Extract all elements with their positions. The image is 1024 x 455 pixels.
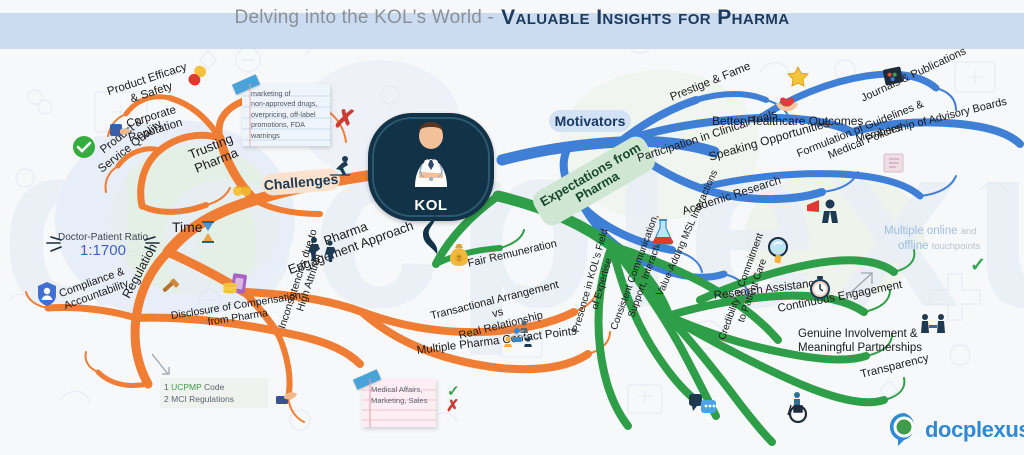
hourglass-icon <box>202 221 214 243</box>
header: Delving into the KOL's World - Valuable … <box>0 0 1024 36</box>
star-icon <box>787 66 809 87</box>
node-ring <box>372 117 490 217</box>
header-band <box>0 13 1024 49</box>
central-node-label: KOL <box>414 197 448 214</box>
megaphone-speaker-icon <box>807 199 838 223</box>
note-text: Medical Affairs, Marketing, Sales <box>371 385 428 405</box>
stopwatch-icon <box>810 276 830 299</box>
regulation-item: 1 UCPMP Code <box>164 381 264 393</box>
green-check-badge-icon <box>73 136 95 158</box>
ratio-value: 1:1700 <box>80 242 126 259</box>
callout-touchpoints: Multiple online and offline touchpoints <box>884 224 1010 254</box>
money-payment-icon <box>223 273 247 294</box>
note-rule-lines <box>362 379 436 427</box>
callout-doctor-patient-ratio: Doctor-Patient Ratio 1:1700 <box>43 232 163 259</box>
two-people-icon <box>308 237 336 262</box>
page-title-plain: Delving into the KOL's World - <box>234 7 495 28</box>
reg-rest: Code <box>204 382 225 392</box>
central-node-kol[interactable]: KOL <box>368 113 494 221</box>
emphasis-lines-icon <box>46 236 160 252</box>
cross-mark-icon: ✗ <box>446 398 460 415</box>
arrow-to-touchpoints-icon <box>846 272 873 297</box>
callout-regulations-list: 1 UCPMP Code 2 MCI Regulations <box>160 378 268 408</box>
journal-book-icon <box>882 66 904 86</box>
reg-num: 1 <box>164 382 169 392</box>
check-mark-icon: ✓ <box>970 255 986 276</box>
node-time[interactable]: Time <box>172 219 203 235</box>
speech-chat-icon <box>689 394 716 413</box>
patient-wheelchair-icon <box>787 392 808 423</box>
note-text: marketing of non-approved drugs, overpri… <box>251 89 318 140</box>
node-better-healthcare-outcomes[interactable]: Better Healthcare Outcomes <box>712 114 864 128</box>
speech-tail <box>423 214 438 254</box>
touchpoints-line1: Multiple online <box>884 225 958 237</box>
reg-name: MCI <box>171 394 187 404</box>
gavel-icon <box>162 278 179 292</box>
shield-user-icon <box>38 282 56 306</box>
network-people-icon <box>504 320 532 347</box>
arrow-to-regulations-icon <box>151 353 170 375</box>
reg-num: 2 <box>164 394 169 404</box>
ratio-label: Doctor-Patient Ratio <box>57 232 149 243</box>
handshake-card-icon <box>110 124 130 136</box>
docplexus-logo[interactable]: docplexus <box>888 412 1024 448</box>
magnifier-search-icon <box>768 237 788 264</box>
note-non-approved-marketing: marketing of non-approved drugs, overpri… <box>231 74 330 146</box>
doctor-avatar-icon <box>415 122 447 187</box>
node-genuine-involvement[interactable]: Genuine Involvement & Meaningful Partner… <box>798 328 923 354</box>
reg-name: UCPMP <box>171 382 202 392</box>
docplexus-mark-icon <box>889 412 915 446</box>
lab-flask-icon <box>652 219 674 245</box>
partnership-handshake-icon <box>921 314 945 333</box>
cross-mark-icon: ✗ <box>332 102 358 136</box>
regulation-item: 2 MCI Regulations <box>164 393 264 405</box>
documents-icon <box>883 153 904 173</box>
touchpoints-and: and <box>960 226 977 237</box>
reg-rest: Regulations <box>189 394 234 404</box>
hand-card-icon <box>276 392 297 404</box>
note-rule-lines <box>242 84 330 146</box>
docplexus-wordmark: docplexus <box>925 417 1024 442</box>
note-medical-affairs: Medical Affairs, Marketing, Sales <box>352 369 436 427</box>
heart-in-hands-icon <box>776 97 798 111</box>
running-person-icon <box>330 156 350 176</box>
touchpoints-word: touchpoints <box>931 241 981 252</box>
page-title-accent: Valuable Insights for Pharma <box>501 6 790 29</box>
check-mark-icon: ✓ <box>447 383 460 400</box>
touchpoints-line2: offline <box>898 240 929 252</box>
money-handshake-icon <box>233 186 251 196</box>
pill-capsule-icon <box>188 65 207 86</box>
money-bag-icon <box>450 244 468 266</box>
badge-motivators[interactable]: Motivators <box>549 110 631 132</box>
